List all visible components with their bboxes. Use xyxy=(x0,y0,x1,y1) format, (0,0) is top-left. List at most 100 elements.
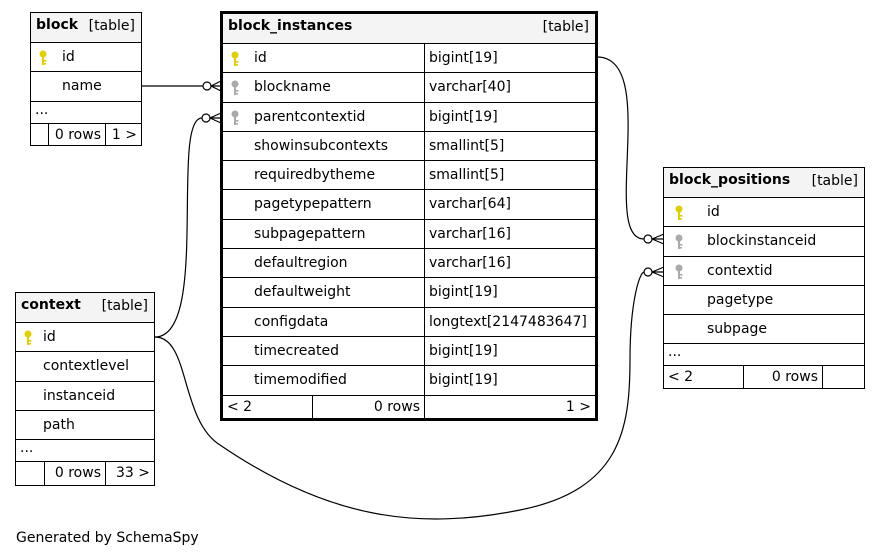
column-row-id[interactable]: id bigint[19] xyxy=(223,44,595,74)
foreign-key-icon xyxy=(231,110,239,125)
column-type: varchar[16] xyxy=(424,219,595,249)
table-block-instances[interactable]: block_instances [table] id bigint[19] bl… xyxy=(220,11,598,421)
column-name: parentcontextid xyxy=(254,108,366,125)
table-header: block [table] xyxy=(31,13,141,43)
column-row-pagetypepattern[interactable]: pagetypepattern varchar[64] xyxy=(223,190,595,220)
table-kind: [table] xyxy=(542,19,589,35)
foreign-key-icon xyxy=(675,264,683,279)
column-row-configdata[interactable]: configdata longtext[2147483647] xyxy=(223,307,595,337)
column-name: subpage xyxy=(707,321,768,338)
column-row-id[interactable]: id xyxy=(664,198,864,228)
column-name: blockinstanceid xyxy=(707,233,817,250)
column-row-contextlevel[interactable]: contextlevel xyxy=(16,352,154,382)
table-context[interactable]: context [table] id contextlevel instance… xyxy=(15,292,155,487)
more-columns-ellipsis: ... xyxy=(31,102,141,124)
table-kind: [table] xyxy=(811,173,858,189)
column-type: bigint[19] xyxy=(424,44,595,73)
column-name: path xyxy=(43,416,75,433)
primary-key-icon xyxy=(231,51,239,66)
row-count: 0 rows xyxy=(44,462,105,486)
column-row-showinsubcontexts[interactable]: showinsubcontexts smallint[5] xyxy=(223,131,595,162)
column-name: defaultregion xyxy=(254,255,348,272)
column-row-instanceid[interactable]: instanceid xyxy=(16,382,154,411)
column-row-pagetype[interactable]: pagetype xyxy=(664,286,864,316)
column-row-timecreated[interactable]: timecreated bigint[19] xyxy=(223,336,595,367)
column-name: name xyxy=(62,78,102,95)
column-name: showinsubcontexts xyxy=(254,137,389,154)
column-name: pagetypepattern xyxy=(254,196,372,213)
column-name: id xyxy=(43,329,56,345)
column-name: id xyxy=(707,204,720,220)
column-name: defaultweight xyxy=(254,284,351,301)
more-columns-ellipsis: ... xyxy=(16,440,154,463)
column-row-defaultregion[interactable]: defaultregion varchar[16] xyxy=(223,249,595,279)
column-type: varchar[64] xyxy=(424,190,595,219)
column-name: id xyxy=(62,49,75,65)
column-type: bigint[19] xyxy=(424,366,595,395)
column-row-timemodified[interactable]: timemodified bigint[19] xyxy=(223,366,595,396)
column-name: id xyxy=(254,50,267,66)
table-name: context xyxy=(21,297,81,313)
column-type: bigint[19] xyxy=(424,102,595,131)
table-name: block_instances xyxy=(228,18,353,34)
table-name: block xyxy=(36,17,79,33)
column-row-path[interactable]: path xyxy=(16,411,154,441)
table-footer: 0 rows 33 > xyxy=(16,462,154,486)
column-row-blockinstanceid[interactable]: blockinstanceid xyxy=(664,227,864,257)
column-name: blockname xyxy=(254,79,331,96)
column-name: requiredbytheme xyxy=(254,167,376,184)
column-name: contextid xyxy=(707,262,773,279)
table-block-positions[interactable]: block_positions [table] id blockinstance… xyxy=(663,167,865,390)
children-link[interactable]: < 2 xyxy=(227,398,253,415)
foreign-key-icon xyxy=(675,234,683,250)
column-row-name[interactable]: name xyxy=(31,72,141,102)
parents-link[interactable]: 1 > xyxy=(424,395,595,418)
column-type: longtext[2147483647] xyxy=(424,307,595,336)
column-type: varchar[16] xyxy=(424,249,595,278)
column-name: timecreated xyxy=(254,342,339,359)
primary-key-icon xyxy=(675,205,683,220)
foreign-key-icon xyxy=(231,80,239,96)
parents-link[interactable]: 33 > xyxy=(105,462,154,486)
column-name: pagetype xyxy=(707,291,774,308)
column-name: timemodified xyxy=(254,372,347,389)
column-type: smallint[5] xyxy=(424,131,595,161)
column-row-blockname[interactable]: blockname varchar[40] xyxy=(223,73,595,103)
rel-context-parentcontextid xyxy=(154,117,203,338)
column-type: smallint[5] xyxy=(424,161,595,190)
parents-link[interactable]: 1 > xyxy=(105,123,141,145)
primary-key-icon xyxy=(39,50,47,65)
generated-by-caption: Generated by SchemaSpy xyxy=(16,530,199,546)
row-count: 0 rows xyxy=(312,395,424,418)
table-header: context [table] xyxy=(16,293,154,323)
column-type: bigint[19] xyxy=(424,278,595,307)
table-name: block_positions xyxy=(669,172,791,188)
column-row-parentcontextid[interactable]: parentcontextid bigint[19] xyxy=(223,102,595,132)
table-kind: [table] xyxy=(88,18,135,34)
column-row-id[interactable]: id xyxy=(31,43,141,73)
column-type: bigint[19] xyxy=(424,336,595,366)
column-type: varchar[40] xyxy=(424,73,595,102)
table-footer: 0 rows 1 > xyxy=(31,123,141,145)
column-name: instanceid xyxy=(43,387,116,404)
more-columns-ellipsis: ... xyxy=(664,344,864,367)
primary-key-icon xyxy=(24,330,32,345)
table-header: block_positions [table] xyxy=(664,168,864,198)
row-count: 0 rows xyxy=(743,366,822,389)
column-row-id[interactable]: id xyxy=(16,323,154,353)
column-name: subpagepattern xyxy=(254,225,366,242)
table-footer: < 2 0 rows xyxy=(664,366,864,389)
column-row-subpage[interactable]: subpage xyxy=(664,315,864,345)
row-count: 0 rows xyxy=(48,123,105,145)
column-name: configdata xyxy=(254,313,329,330)
column-row-contextid[interactable]: contextid xyxy=(664,257,864,286)
column-name: contextlevel xyxy=(43,358,130,375)
table-header: block_instances [table] xyxy=(223,14,595,44)
children-link[interactable]: < 2 xyxy=(668,369,694,386)
column-row-subpagepattern[interactable]: subpagepattern varchar[16] xyxy=(223,219,595,250)
table-block[interactable]: block [table] id name ... 0 rows 1 > xyxy=(30,12,142,146)
rel-instances-blockinstanceid xyxy=(596,56,645,240)
column-row-defaultweight[interactable]: defaultweight bigint[19] xyxy=(223,278,595,308)
column-row-requiredbytheme[interactable]: requiredbytheme smallint[5] xyxy=(223,161,595,191)
